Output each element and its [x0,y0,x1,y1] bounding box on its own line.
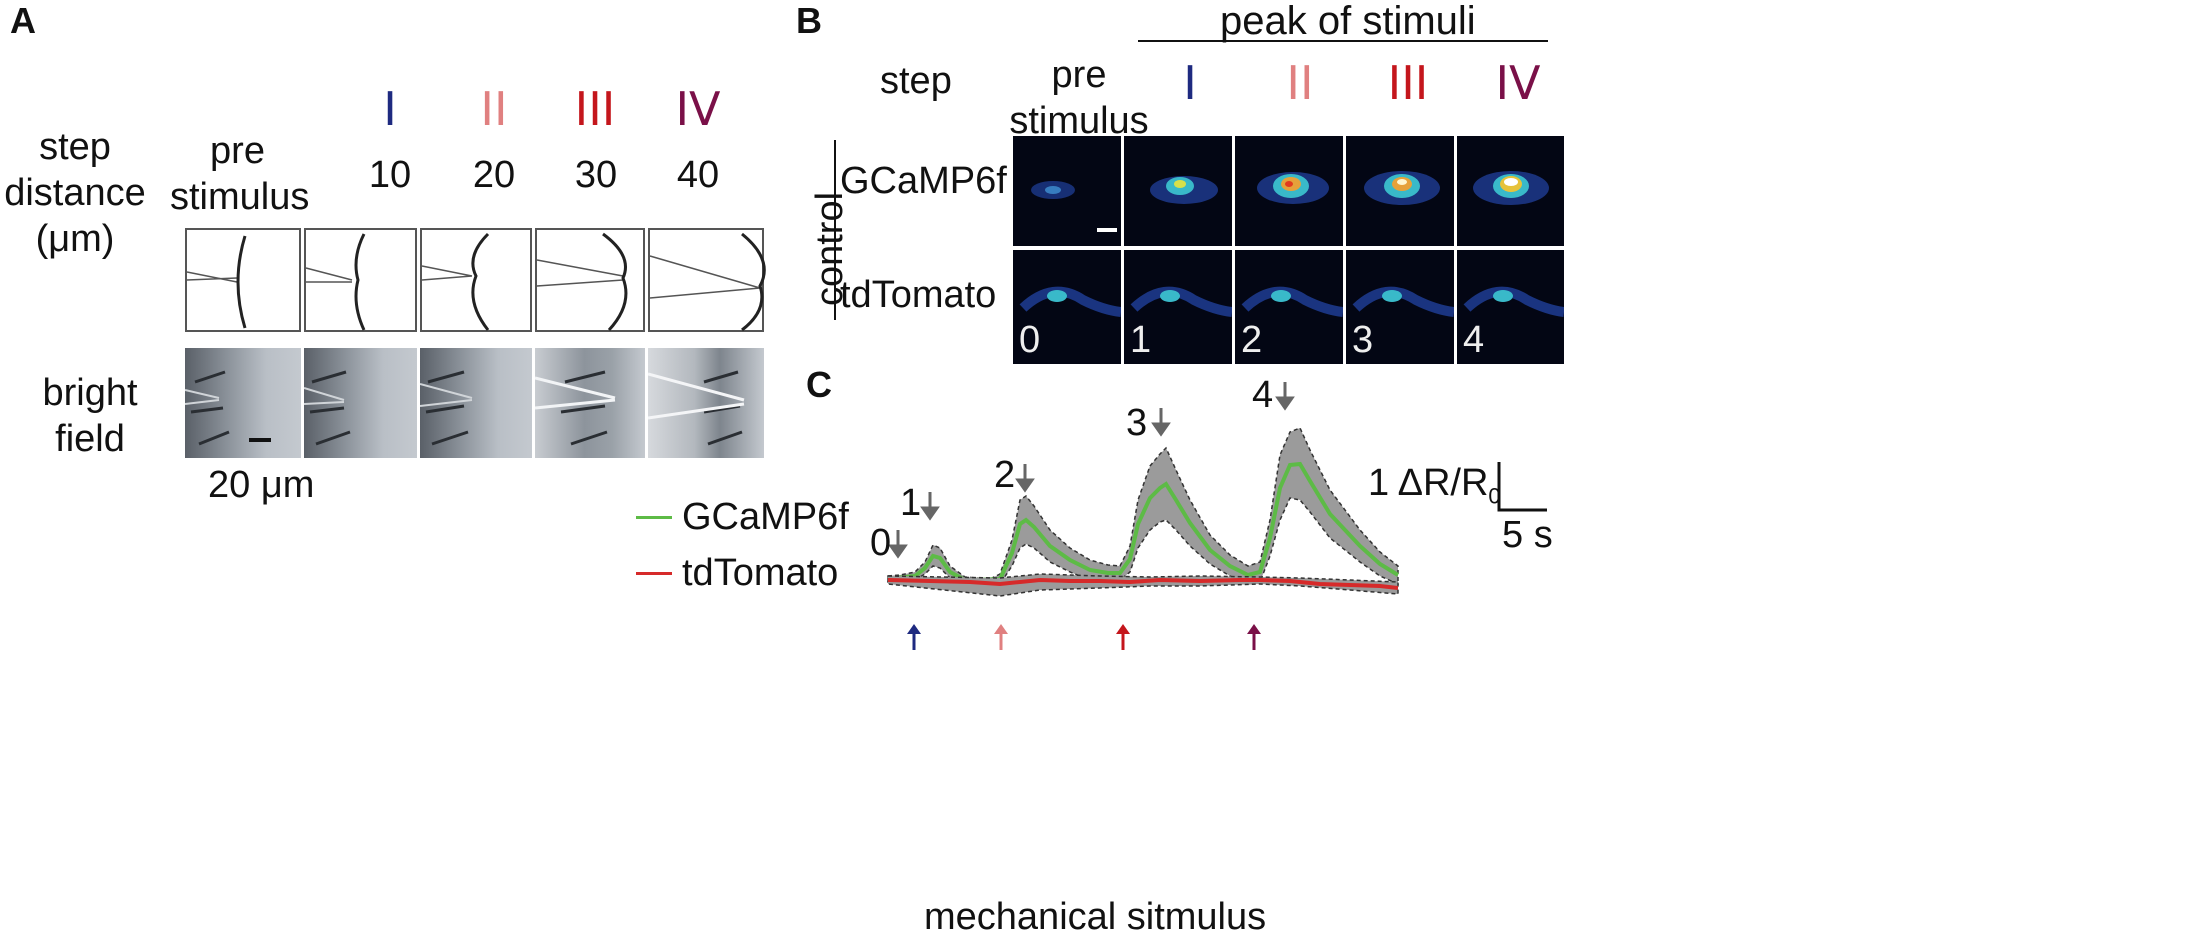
gcamp-frame-0 [1013,136,1121,246]
panel-b-letter: B [796,0,822,41]
gcamp-sem-band [887,427,1399,587]
pre-stimulus-label-b: pre stimulus [1009,54,1149,142]
gcamp-frame-4 [1457,136,1564,246]
scale-x-label: 5 s [1502,514,1553,556]
bright-field-step-ii [420,348,532,458]
distance-10: 10 [368,154,412,196]
schematic-step-ii [420,228,532,332]
legend-swatch-tdtomato [636,572,672,575]
bright-field-step-iv [648,348,764,458]
row-label-gcamp6f: GCaMP6f [840,160,1007,202]
step-i-label: I [383,82,397,136]
tdtomato-frame-4: 4 [1457,250,1564,364]
scale-bar [1497,462,1547,512]
gcamp-frame-3 [1346,136,1454,246]
peak-bracket-line [1138,40,1548,42]
step-iv-label: IV [675,82,721,136]
mechanical-stimulus-label: mechanical sitmulus [924,896,1267,938]
peak-label-0: 0 [870,522,892,564]
schematic-step-i [304,228,417,332]
scale-bar-label-a: 20 μm [208,464,315,506]
gcamp-frame-2 [1235,136,1343,246]
peak-arrows [888,382,1295,559]
frame-number-1: 1 [1130,319,1152,361]
legend-label-gcamp6f: GCaMP6f [682,496,849,538]
tdtomato-frame-0: 0 [1013,250,1121,364]
tdtomato-trace [887,577,1399,590]
step-iii-label: III [574,82,616,136]
frame-number-4: 4 [1463,319,1485,361]
bright-field-step-i [304,348,417,458]
distance-40: 40 [676,154,720,196]
peak-label-1: 1 [900,482,922,524]
frame-number-3: 3 [1352,319,1374,361]
peak-label-2: 2 [994,454,1016,496]
step-distance-label: step distance (μm) [4,126,146,260]
step-ii-label: II [480,82,508,136]
frame-number-2: 2 [1241,319,1263,361]
bright-field-label: bright field [42,372,138,460]
schematic-pre [185,228,301,332]
step-ii-label-b: II [1286,56,1314,110]
tdtomato-frame-2: 2 [1235,250,1343,364]
step-iii-label-b: III [1387,56,1429,110]
gcamp-frame-1 [1124,136,1232,246]
panel-a-letter: A [10,0,36,41]
stimulus-arrows [907,624,1261,650]
tdtomato-frame-1: 1 [1124,250,1232,364]
pre-stimulus-label: pre stimulus [170,130,310,218]
schematic-step-iii [535,228,645,332]
panel-c-letter: C [806,364,832,405]
scale-y-label: 1 ΔR/R0 [1368,462,1501,509]
row-label-tdtomato: tdTomato [840,274,997,316]
step-label-b: step [880,60,952,102]
legend-swatch-gcamp6f [636,516,672,519]
bright-field-pre [185,348,301,458]
schematic-step-iv [648,228,766,332]
tdtomato-frame-3: 3 [1346,250,1454,364]
peak-of-stimuli-label: peak of stimuli [1220,0,1476,43]
bright-field-step-iii [535,348,645,458]
distance-30: 30 [574,154,618,196]
legend-label-tdtomato: tdTomato [682,552,839,594]
imaging-grid: 0 1 2 3 4 [1013,136,1564,364]
step-iv-label-b: IV [1495,56,1541,110]
step-i-label-b: I [1183,56,1197,110]
distance-20: 20 [472,154,516,196]
peak-label-4: 4 [1252,374,1274,416]
peak-label-3: 3 [1126,402,1148,444]
frame-number-0: 0 [1019,319,1041,361]
scale-y-subscript: 0 [1488,483,1501,509]
control-bracket-line [834,140,836,320]
